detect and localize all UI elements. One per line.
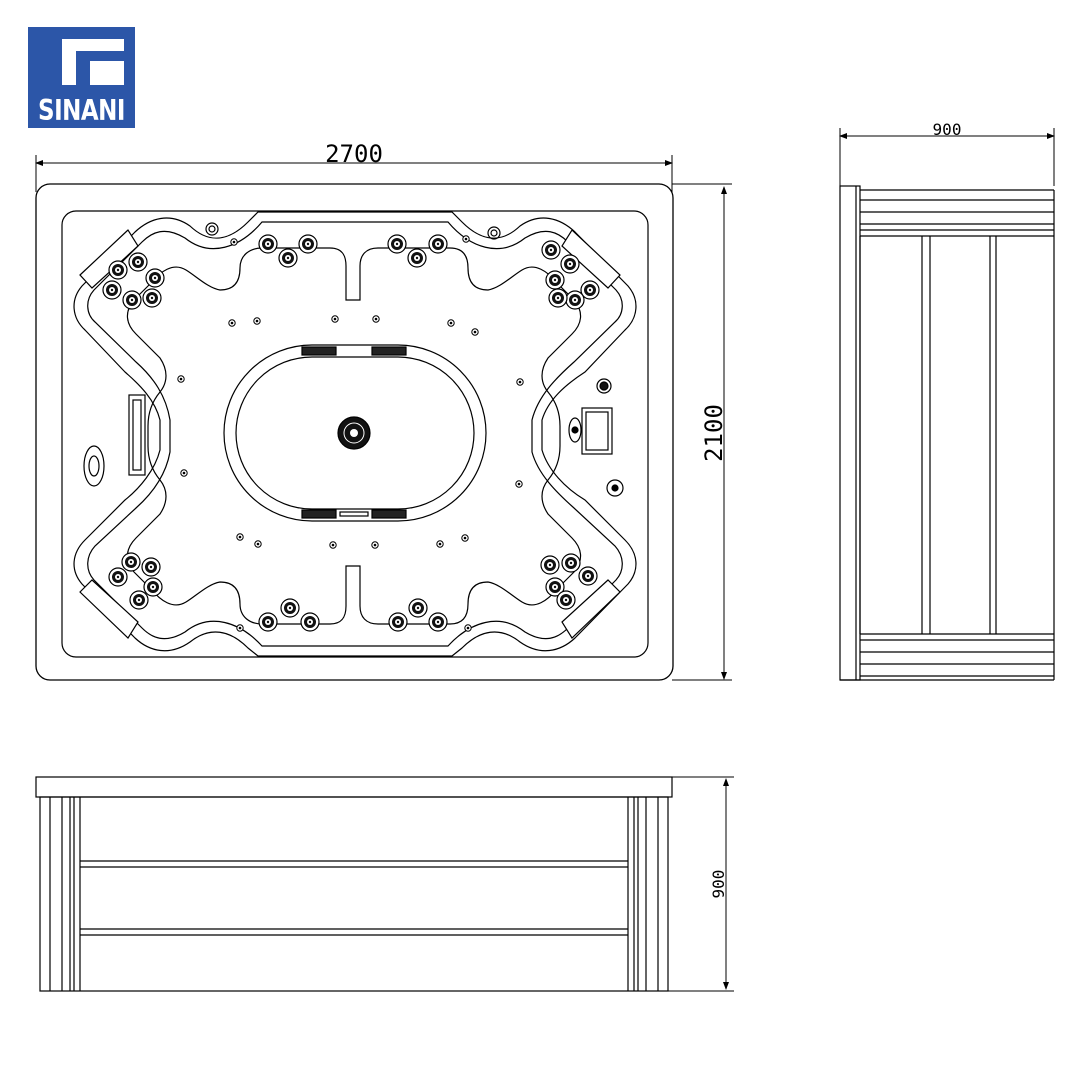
side-width-label: 900	[933, 120, 962, 139]
front-height-label: 900	[709, 870, 728, 899]
top-view	[35, 155, 732, 681]
side-view	[839, 128, 1055, 681]
front-view	[35, 776, 734, 992]
top-width-label: 2700	[325, 140, 383, 168]
logo-emblem-icon	[62, 39, 124, 85]
brand-name: SINANI	[38, 94, 125, 128]
top-depth-label: 2100	[700, 404, 728, 462]
brand-logo: SINANI	[28, 27, 135, 128]
